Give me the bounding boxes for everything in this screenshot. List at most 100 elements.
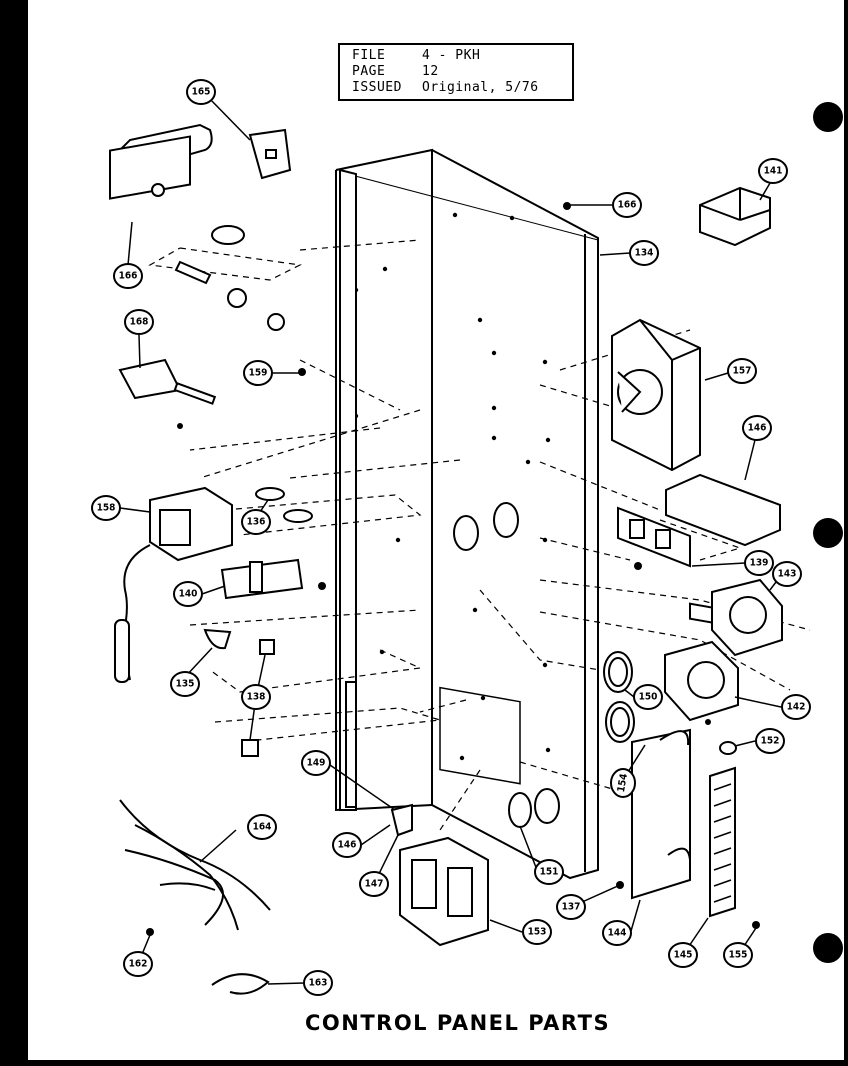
- callout-157: [727, 358, 757, 384]
- callout-137: [556, 894, 586, 920]
- callout-163: [303, 970, 333, 996]
- callout-166-upper-text: 166: [119, 271, 138, 282]
- switch-168: [118, 358, 217, 405]
- callout-140-text: 140: [179, 589, 198, 600]
- terminal-strip-145: [709, 766, 736, 918]
- callout-151: [534, 859, 564, 885]
- callout-168-text: 168: [130, 317, 149, 328]
- pilot-lights-150: [508, 651, 737, 828]
- control-panel-plate: [335, 148, 599, 880]
- callout-152-text: 152: [761, 736, 780, 747]
- callout-135: [170, 671, 200, 697]
- callout-142: [781, 694, 811, 720]
- callout-137-text: 137: [562, 902, 581, 913]
- relay-141: [699, 186, 771, 247]
- scan-border-bottom: [0, 1060, 848, 1066]
- callout-144-text: 144: [608, 928, 627, 939]
- callout-162: [123, 951, 153, 977]
- callout-155: [723, 942, 753, 968]
- file-info-box: FILE 4 - PKH PAGE 12 ISSUED Original, 5/76: [338, 43, 574, 101]
- callout-153-text: 153: [528, 927, 547, 938]
- file-value: 4 - PKH: [422, 48, 481, 63]
- callout-162-text: 162: [129, 959, 148, 970]
- page-label: PAGE: [352, 64, 386, 79]
- callout-136: [241, 509, 271, 535]
- punch-hole-top: [813, 102, 843, 132]
- punch-hole-middle: [813, 518, 843, 548]
- assembly-leader-lines: [148, 239, 811, 831]
- file-row: FILE 4 - PKH: [352, 48, 480, 63]
- callout-155-text: 155: [729, 950, 748, 961]
- callout-138: [241, 684, 271, 710]
- callout-144: [602, 920, 632, 946]
- page-row: PAGE 12: [352, 64, 439, 79]
- callout-135-text: 135: [176, 679, 195, 690]
- callout-147: [359, 871, 389, 897]
- callout-158-text: 158: [97, 503, 116, 514]
- contactor-153: [399, 836, 489, 947]
- callout-balloons: [91, 79, 811, 996]
- issued-value: Original, 5/76: [422, 80, 539, 95]
- capacitor-assembly-166: [109, 123, 285, 331]
- wire-harness-164: [119, 799, 271, 931]
- page-value: 12: [422, 64, 439, 79]
- relay-165: [248, 128, 292, 180]
- callout-139-text: 139: [750, 558, 769, 569]
- callout-150: [633, 684, 663, 710]
- callout-157-text: 157: [733, 366, 752, 377]
- cover-plate-144: [631, 728, 691, 900]
- callout-139: [744, 550, 774, 576]
- issued-row: ISSUED Original, 5/76: [352, 80, 539, 95]
- callout-numbers: 165 166 168 166 134 141 159 157 146 158 …: [97, 87, 806, 989]
- contactor-142-143: [664, 578, 783, 722]
- callout-138-text: 138: [247, 692, 266, 703]
- thermostat-158: [114, 486, 233, 683]
- callout-143-text: 143: [778, 569, 797, 580]
- clip-147-148: [390, 803, 413, 837]
- callout-147-text: 147: [365, 879, 384, 890]
- callout-164-text: 164: [253, 822, 272, 833]
- callout-154-text: 154: [616, 773, 630, 793]
- callout-166-right-text: 166: [618, 200, 637, 211]
- callout-134: [629, 240, 659, 266]
- callout-166-right: [612, 192, 642, 218]
- callout-154: [610, 768, 636, 798]
- callout-168: [124, 309, 154, 335]
- callout-163-text: 163: [309, 978, 328, 989]
- callout-142-text: 142: [787, 702, 806, 713]
- callout-143: [772, 561, 802, 587]
- callout-149: [301, 750, 331, 776]
- terminal-block-139: [617, 506, 691, 568]
- callout-140: [173, 581, 203, 607]
- issued-label: ISSUED: [352, 80, 402, 95]
- callout-145-text: 145: [674, 950, 693, 961]
- timer-157: [611, 318, 701, 472]
- punch-hole-bottom: [813, 933, 843, 963]
- callout-150-text: 150: [639, 692, 658, 703]
- wire-loop-163: [211, 973, 270, 995]
- scan-border-right: [844, 0, 848, 1066]
- callout-159-text: 159: [249, 368, 268, 379]
- callout-146-lower-text: 146: [338, 840, 357, 851]
- callout-166-upper: [113, 263, 143, 289]
- callout-151-text: 151: [540, 867, 559, 878]
- callout-164: [247, 814, 277, 840]
- bracket-140: [220, 558, 304, 600]
- callout-159: [243, 360, 273, 386]
- callout-149-text: 149: [307, 758, 326, 769]
- callout-136-text: 136: [247, 517, 266, 528]
- callout-141-text: 141: [764, 166, 783, 177]
- diagram-caption: CONTROL PANEL PARTS: [305, 1011, 611, 1035]
- callout-146-upper: [742, 415, 772, 441]
- clip-135-136: [203, 487, 313, 757]
- callout-134-text: 134: [635, 248, 654, 259]
- callout-146-lower: [332, 832, 362, 858]
- scan-border-left: [0, 0, 28, 1066]
- callout-152: [755, 728, 785, 754]
- callout-145: [668, 942, 698, 968]
- screws: [146, 202, 760, 936]
- callout-141: [758, 158, 788, 184]
- file-label: FILE: [352, 48, 386, 63]
